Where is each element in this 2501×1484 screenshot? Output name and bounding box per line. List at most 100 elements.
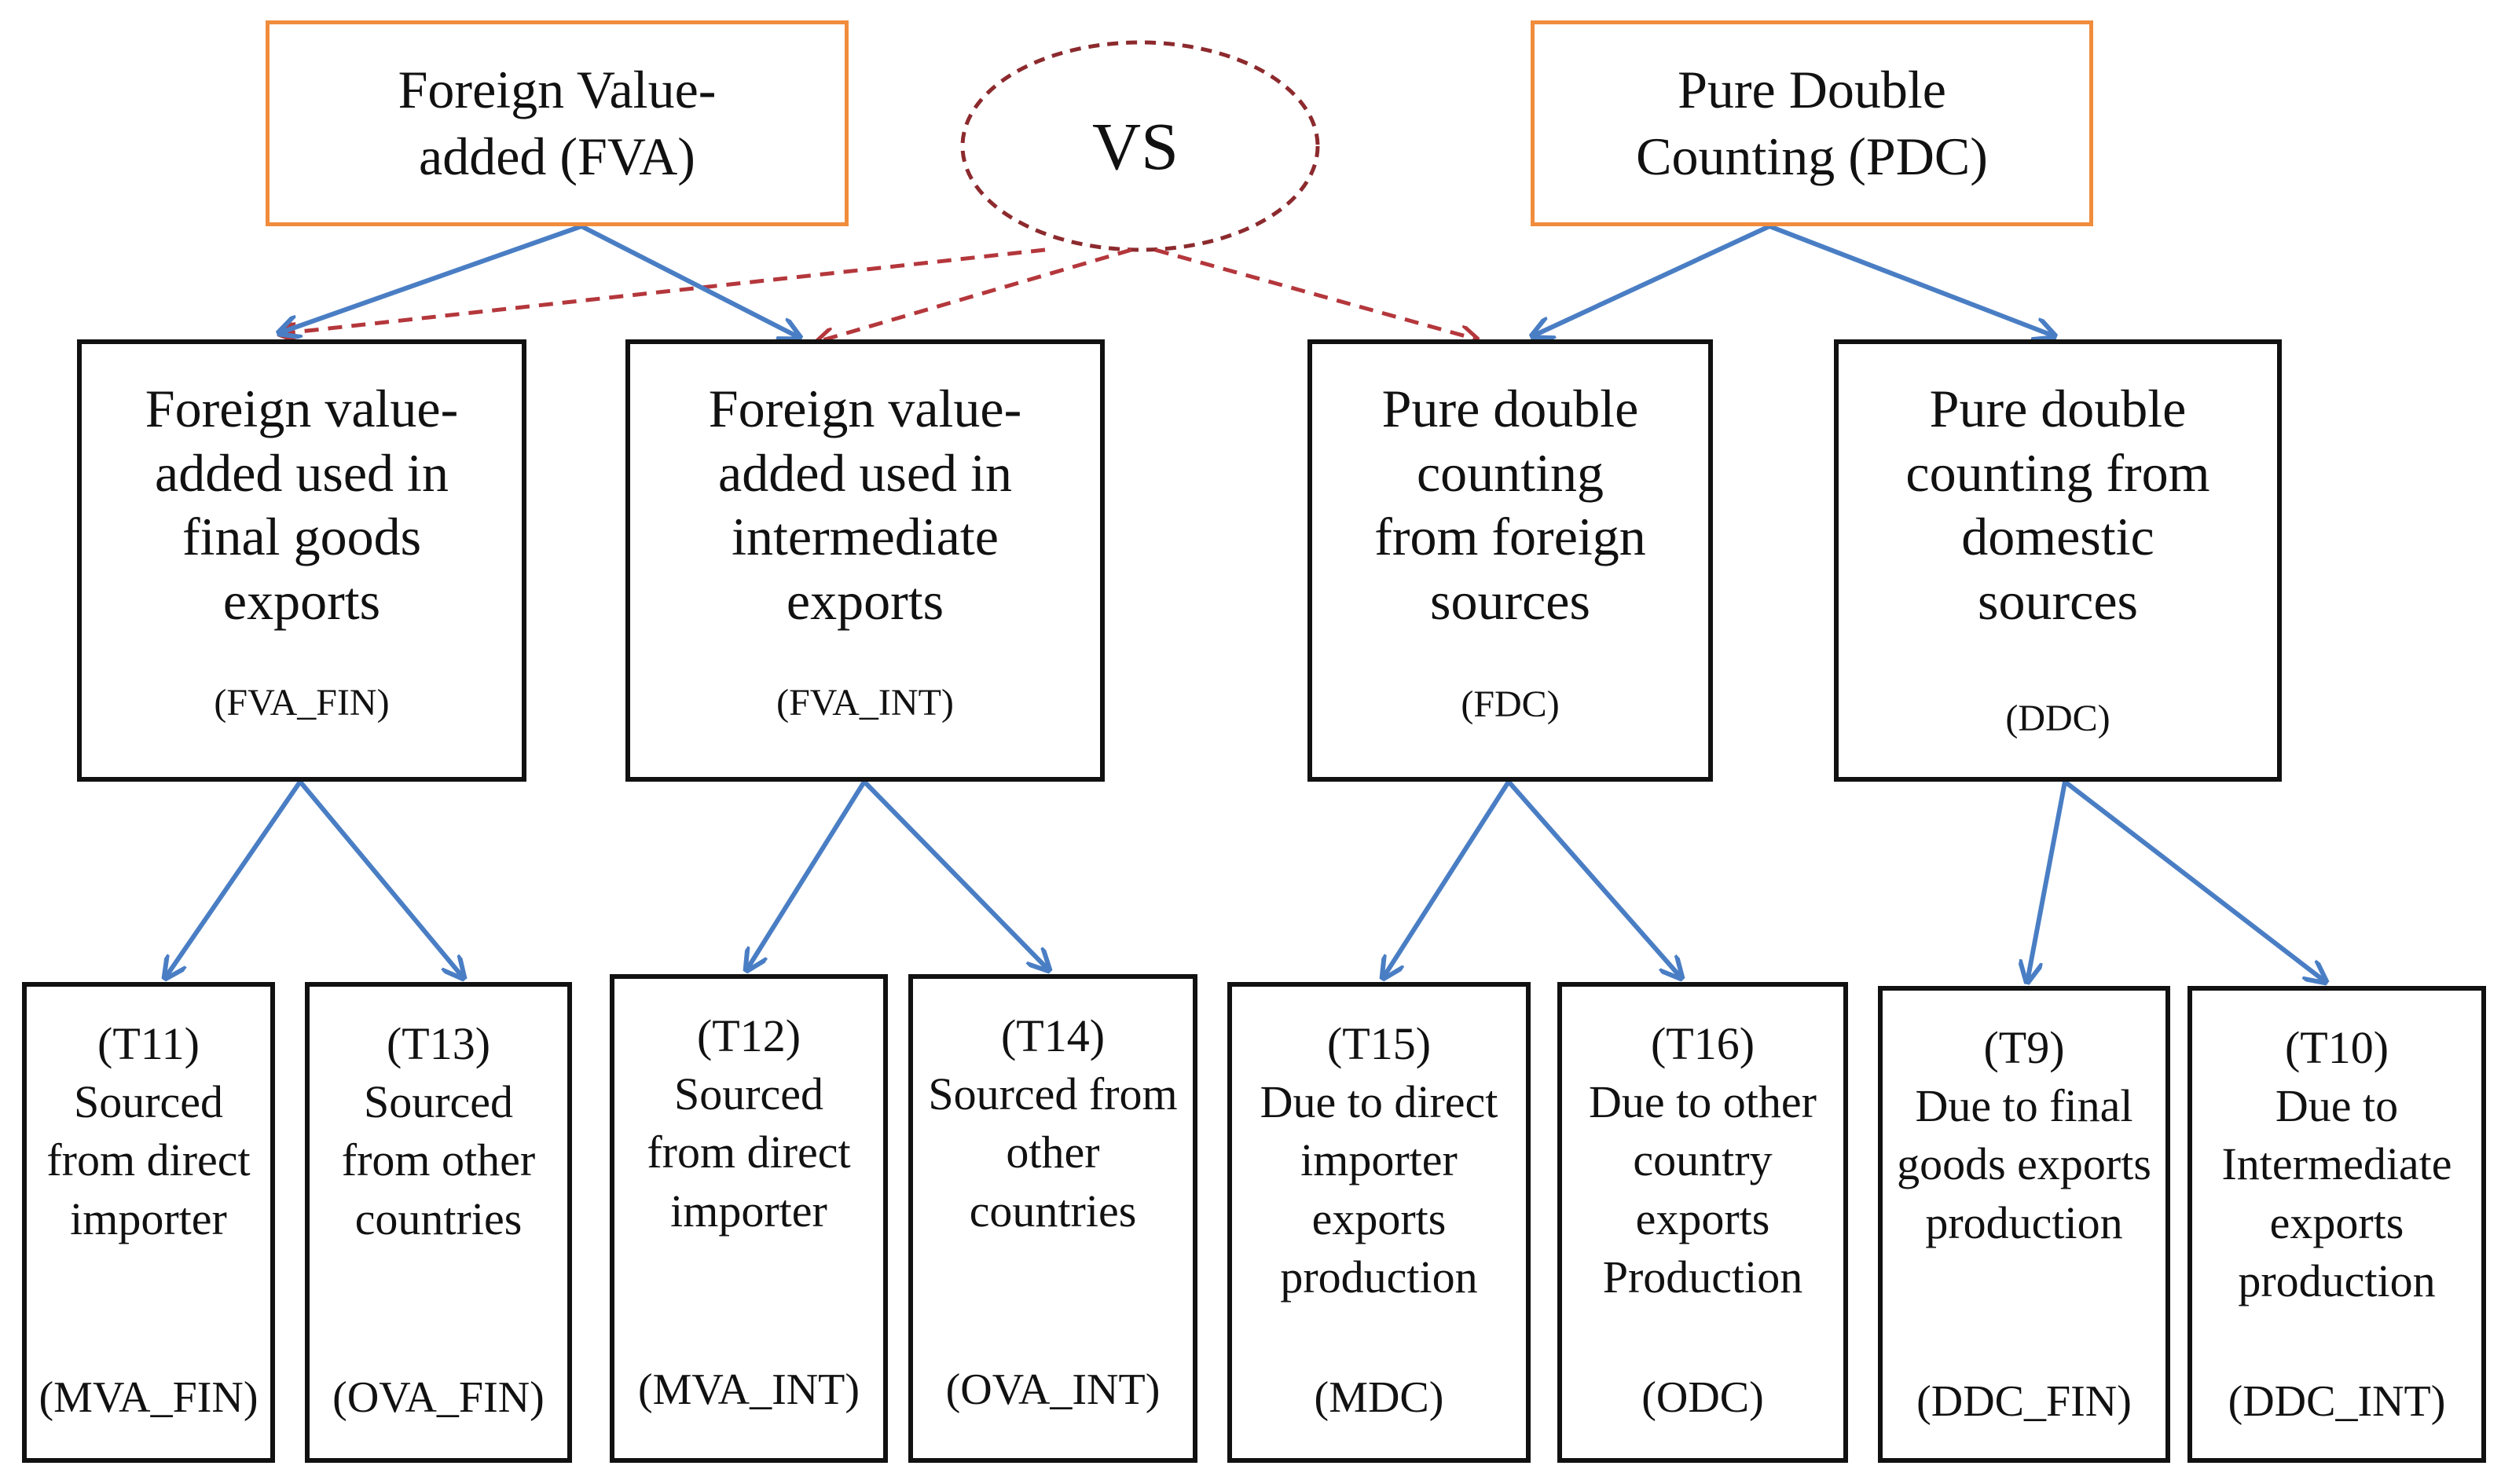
vs-arrow-to-fva-fin xyxy=(279,247,1046,334)
t13-desc-line-1: Sourced xyxy=(363,1076,514,1128)
fva-fin-title-line-2: added used in xyxy=(155,442,449,503)
t11-desc-line-3: importer xyxy=(70,1193,227,1244)
fva-fin-title-line-1: Foreign value- xyxy=(145,379,459,438)
t13-node: (T13) Sourced from other countries (OVA_… xyxy=(305,982,572,1463)
vs-arrow-to-fdc xyxy=(1154,247,1477,339)
fva-title-line-2: added (FVA) xyxy=(419,126,695,186)
fdc-title-line-3: from foreign xyxy=(1374,507,1646,567)
arrow-pdc-to-fdc xyxy=(1532,224,1771,336)
t10-code: (T10) xyxy=(2284,1022,2389,1073)
t12-desc-line-3: importer xyxy=(670,1185,827,1237)
pdc-title-line-1: Pure Double xyxy=(1678,60,1946,119)
fdc-code: (FDC) xyxy=(1461,683,1560,725)
t15-desc-line-3: exports xyxy=(1311,1193,1447,1244)
fva-fin-code: (FVA_FIN) xyxy=(214,682,390,724)
fva-title-line-1: Foreign Value- xyxy=(398,60,717,119)
t9-code: (T9) xyxy=(1983,1022,2065,1073)
t11-desc-line-2: from direct xyxy=(46,1134,251,1186)
arrow-fdc-to-t16 xyxy=(1506,780,1681,978)
vs-arrow-to-fva-int xyxy=(817,247,1132,342)
arrow-ddc-to-t10 xyxy=(2063,779,2326,982)
t11-node: (T11) Sourced from direct importer (MVA_… xyxy=(22,982,275,1463)
t9-desc-line-2: goods exports xyxy=(1897,1138,2151,1190)
fva-int-title: Foreign value- added used in intermediat… xyxy=(709,377,1021,633)
t15-desc-line-4: production xyxy=(1280,1251,1478,1303)
fva-fin-node: Foreign value- added used in final goods… xyxy=(77,339,526,782)
t14-node: (T14) Sourced from other countries (OVA_… xyxy=(908,974,1197,1463)
pdc-title-line-2: Counting (PDC) xyxy=(1636,126,1988,186)
t10-node: (T10) Due to Intermediate exports produc… xyxy=(2187,986,2486,1463)
ddc-title: Pure double counting from domestic sourc… xyxy=(1905,377,2209,633)
t16-desc-line-3: exports xyxy=(1635,1193,1770,1244)
t16-node: (T16) Due to other country exports Produ… xyxy=(1557,982,1848,1463)
fdc-title-line-1: Pure double xyxy=(1381,379,1639,438)
fva-fin-title-line-4: exports xyxy=(222,570,381,631)
t10-desc-line-2: Intermediate xyxy=(2221,1138,2452,1190)
arrow-fdc-to-t15 xyxy=(1383,780,1511,978)
arrow-ddc-to-t9 xyxy=(2027,781,2067,982)
arrow-fva-fin-to-t11 xyxy=(165,780,303,978)
ddc-title-line-2: counting from xyxy=(1905,442,2210,503)
t9-desc-line-3: production xyxy=(1925,1196,2123,1248)
t11-desc-line-1: Sourced xyxy=(73,1076,224,1128)
t11-code: (T11) xyxy=(97,1018,200,1069)
vs-ellipse xyxy=(960,40,1320,252)
t14-desc-line-1: Sourced from xyxy=(928,1068,1178,1120)
ddc-title-line-1: Pure double xyxy=(1929,379,2187,438)
t10-desc-line-3: exports xyxy=(2269,1196,2404,1248)
t16-desc-line-1: Due to other xyxy=(1589,1076,1817,1128)
vs-label: VS xyxy=(1092,108,1179,184)
fva-int-title-line-2: added used in xyxy=(718,442,1012,503)
t15-desc-line-1: Due to direct xyxy=(1260,1076,1498,1128)
fva-node: Foreign Value- added (FVA) xyxy=(266,20,849,226)
t14-desc-line-2: other xyxy=(1006,1127,1100,1178)
t12-code: (T12) xyxy=(696,1010,801,1061)
t12-desc-line-2: from direct xyxy=(647,1127,851,1178)
t10-measure: (DDC_INT) xyxy=(2228,1377,2446,1426)
arrow-fva-to-fva-int xyxy=(580,224,800,338)
ddc-node: Pure double counting from domestic sourc… xyxy=(1834,339,2282,782)
t14-desc-line-3: countries xyxy=(969,1185,1137,1237)
t9-desc-line-1: Due to final xyxy=(1915,1080,2133,1132)
t16-code: (T16) xyxy=(1650,1018,1755,1069)
t16-desc-line-2: country xyxy=(1633,1134,1773,1186)
fva-int-title-line-4: exports xyxy=(786,570,944,631)
t14-code: (T14) xyxy=(1000,1010,1106,1061)
t9-node: (T9) Due to final goods exports producti… xyxy=(1878,986,2170,1463)
t12-measure: (MVA_INT) xyxy=(637,1365,860,1414)
t15-measure: (MDC) xyxy=(1314,1373,1444,1422)
fdc-title: Pure double counting from foreign source… xyxy=(1374,377,1646,633)
arrow-fva-int-to-t14 xyxy=(862,779,1049,970)
t12-node: (T12) Sourced from direct importer (MVA_… xyxy=(610,974,888,1463)
t13-desc-line-2: from other xyxy=(341,1134,536,1186)
t10-desc-line-1: Due to xyxy=(2275,1080,2399,1132)
fdc-node: Pure double counting from foreign source… xyxy=(1307,339,1713,782)
arrow-fva-fin-to-t13 xyxy=(298,780,464,978)
ddc-title-line-3: domestic xyxy=(1961,507,2154,567)
t9-measure: (DDC_FIN) xyxy=(1916,1377,2132,1426)
t12-desc-line-1: Sourced xyxy=(673,1068,824,1120)
t15-node: (T15) Due to direct importer exports pro… xyxy=(1227,982,1531,1463)
fva-int-node: Foreign value- added used in intermediat… xyxy=(625,339,1105,782)
t10-desc-line-4: production xyxy=(2238,1255,2436,1306)
fdc-title-line-2: counting xyxy=(1417,442,1604,503)
t14-measure: (OVA_INT) xyxy=(945,1365,1161,1414)
pdc-node: Pure Double Counting (PDC) xyxy=(1531,20,2093,226)
t16-desc-line-4: Production xyxy=(1602,1251,1803,1303)
t16-measure: (ODC) xyxy=(1641,1373,1764,1422)
arrow-pdc-to-ddc xyxy=(1768,224,2055,336)
t13-code: (T13) xyxy=(386,1018,491,1069)
t13-desc-line-3: countries xyxy=(354,1193,523,1244)
fva-int-title-line-3: intermediate xyxy=(732,507,999,567)
t15-code: (T15) xyxy=(1326,1018,1432,1069)
fva-fin-title: Foreign value- added used in final goods… xyxy=(145,377,458,633)
ddc-code: (DDC) xyxy=(2005,698,2110,739)
arrow-fva-int-to-t12 xyxy=(746,780,867,970)
fdc-title-line-4: sources xyxy=(1430,570,1590,631)
fva-int-code: (FVA_INT) xyxy=(776,682,954,724)
ddc-title-line-4: sources xyxy=(1978,570,2138,631)
t11-measure: (MVA_FIN) xyxy=(39,1373,259,1422)
t15-desc-line-2: importer xyxy=(1300,1134,1458,1186)
